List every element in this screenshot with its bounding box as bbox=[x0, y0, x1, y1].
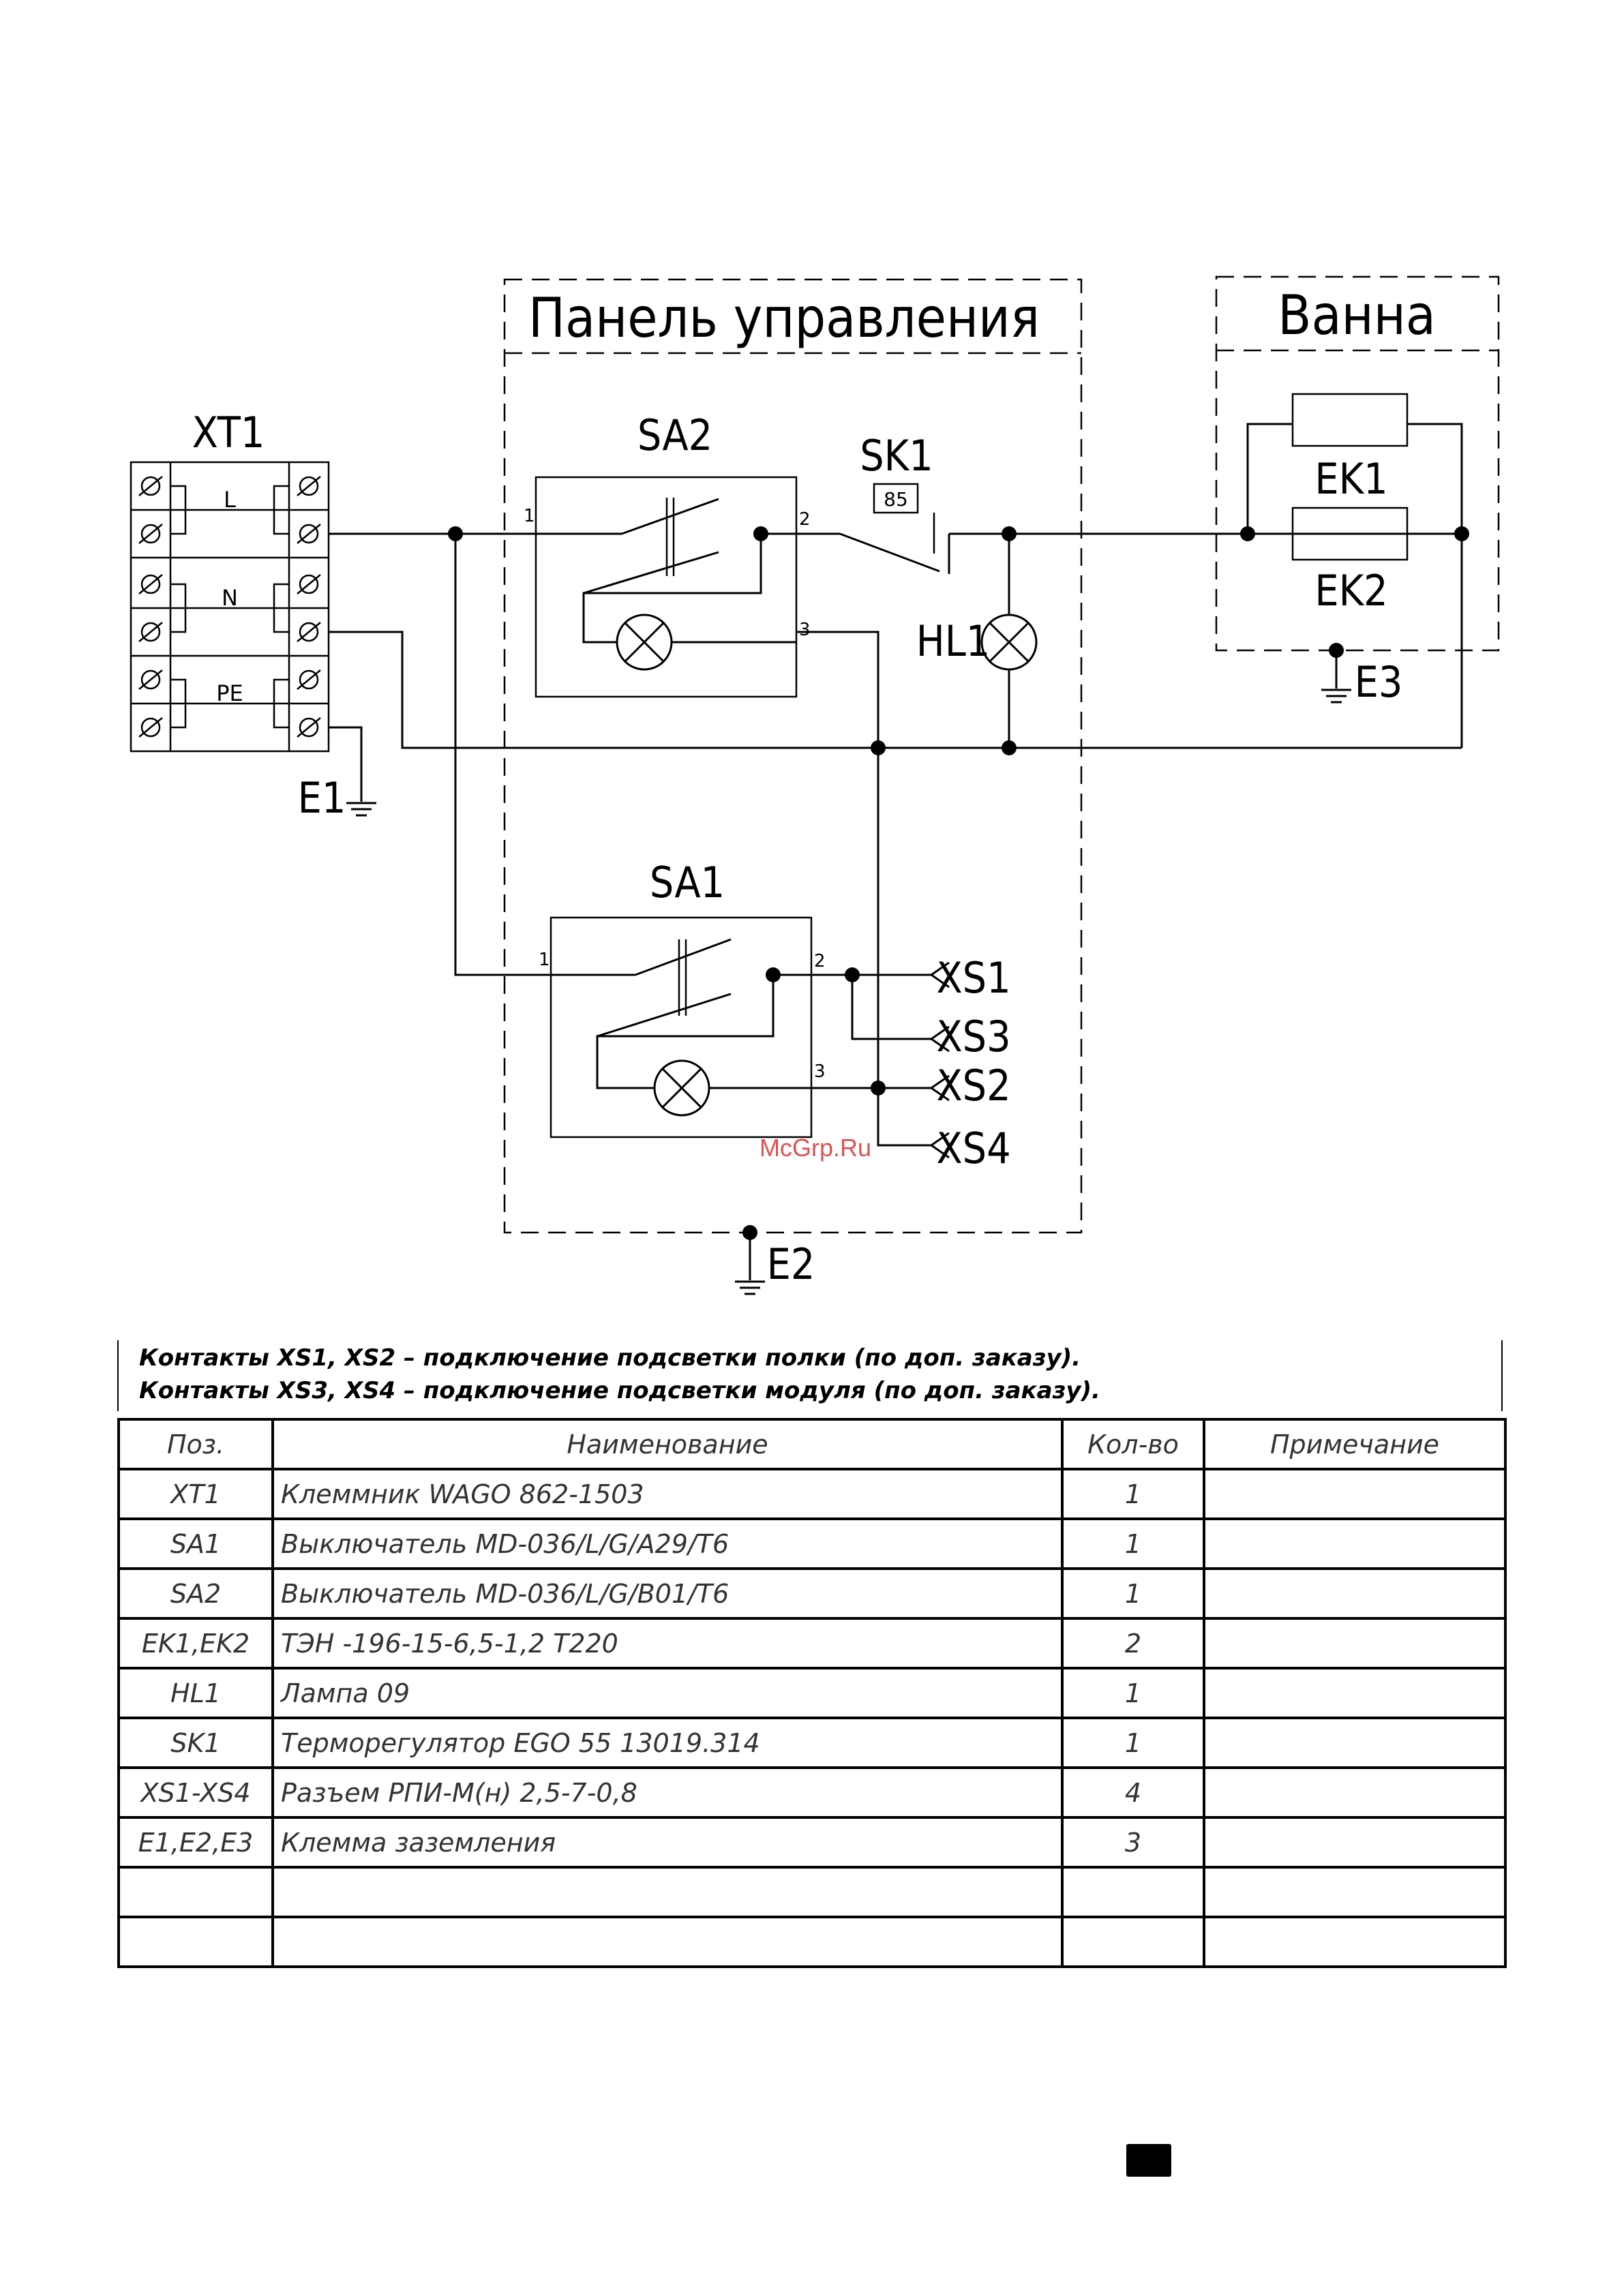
cell-qty: 4 bbox=[1061, 1766, 1205, 1819]
cell-note bbox=[1203, 1667, 1507, 1719]
watermark: McGrp.Ru bbox=[760, 1134, 871, 1162]
xs2-label: XS2 bbox=[936, 1061, 1010, 1111]
cell-qty: 2 bbox=[1061, 1617, 1205, 1670]
page-marker bbox=[1126, 2144, 1171, 2177]
panel-zone-title: Панель управления bbox=[528, 286, 1040, 350]
table-row: EK1,EK2 ТЭН -196-15-6,5-1,2 Т220 2 bbox=[117, 1617, 1507, 1670]
e1-label: E1 bbox=[298, 773, 346, 823]
cell-pos: E1,E2,E3 bbox=[117, 1816, 274, 1869]
cell-note bbox=[1203, 1717, 1507, 1769]
xt1-label: XT1 bbox=[192, 408, 265, 457]
xs4-label: XS4 bbox=[936, 1123, 1010, 1173]
cell-qty: 1 bbox=[1061, 1567, 1205, 1620]
cell-pos: HL1 bbox=[117, 1667, 274, 1719]
cell-pos: SA1 bbox=[117, 1517, 274, 1570]
cell-name: Клеммник WAGO 862-1503 bbox=[271, 1468, 1064, 1520]
bath-zone-title: Ванна bbox=[1278, 284, 1436, 347]
table-row: SA2 Выключатель MD-036/L/G/B01/T6 1 bbox=[117, 1567, 1507, 1620]
hl1-label: HL1 bbox=[916, 616, 991, 666]
cell-qty: 3 bbox=[1061, 1816, 1205, 1869]
cell-pos: XS1-XS4 bbox=[117, 1766, 274, 1819]
panel-zone-frame bbox=[503, 278, 1083, 1234]
sa2-pin-1: 1 bbox=[524, 506, 535, 526]
notes-block: Контакты XS1, XS2 – подключение подсветк… bbox=[117, 1340, 1503, 1411]
cell-name: Терморегулятор EGO 55 13019.314 bbox=[271, 1717, 1064, 1769]
table-row: XT1 Клеммник WAGO 862-1503 1 bbox=[117, 1468, 1507, 1520]
bath-zone-frame bbox=[1215, 275, 1500, 652]
sa2-pin-3: 3 bbox=[799, 620, 811, 640]
spec-header-row: Поз. Наименование Кол-во Примечание bbox=[117, 1418, 1507, 1470]
table-row: XS1-XS4 Разъем РПИ-М(н) 2,5-7-0,8 4 bbox=[117, 1766, 1507, 1819]
cell-note bbox=[1203, 1617, 1507, 1670]
table-row: SK1 Терморегулятор EGO 55 13019.314 1 bbox=[117, 1717, 1507, 1769]
cell-note bbox=[1203, 1766, 1507, 1819]
sa2-pin-2: 2 bbox=[799, 509, 811, 530]
sa2-switch: SA2 1 2 3 bbox=[524, 410, 811, 698]
cell-note bbox=[1203, 1816, 1507, 1869]
table-row bbox=[117, 1866, 1507, 1918]
cell-pos: EK1,EK2 bbox=[117, 1617, 274, 1670]
e3-label: E3 bbox=[1355, 657, 1403, 707]
e2-label: E2 bbox=[767, 1239, 815, 1289]
table-row: HL1 Лампа 09 1 bbox=[117, 1667, 1507, 1719]
terminal-n-label: N bbox=[222, 585, 238, 611]
cell-qty: 1 bbox=[1061, 1667, 1205, 1719]
sa1-pin-1: 1 bbox=[539, 950, 550, 970]
table-row bbox=[117, 1916, 1507, 1968]
cell-name: Выключатель MD-036/L/G/A29/T6 bbox=[271, 1517, 1064, 1570]
cell-name bbox=[271, 1916, 1064, 1968]
col-header-note: Примечание bbox=[1203, 1418, 1507, 1470]
note-shelf-light: Контакты XS1, XS2 – подключение подсветк… bbox=[139, 1344, 1081, 1372]
cell-qty: 1 bbox=[1061, 1717, 1205, 1769]
cell-note bbox=[1203, 1468, 1507, 1520]
cell-name: Лампа 09 bbox=[271, 1667, 1064, 1719]
cell-note bbox=[1203, 1567, 1507, 1620]
xt1-terminal-block: XT1 L N PE bbox=[130, 408, 330, 753]
sa1-pin-3: 3 bbox=[814, 1061, 826, 1082]
bath-heaters: EK1 EK2 bbox=[1240, 393, 1469, 748]
sk1-label: SK1 bbox=[860, 431, 933, 481]
terminal-l-label: L bbox=[224, 487, 236, 513]
cell-note bbox=[1203, 1916, 1507, 1968]
col-header-qty: Кол-во bbox=[1061, 1418, 1205, 1470]
cell-name bbox=[271, 1866, 1064, 1918]
ek2-label: EK2 bbox=[1314, 566, 1387, 616]
sk1-setpoint: 85 bbox=[884, 488, 908, 511]
cell-pos bbox=[117, 1866, 274, 1918]
cell-name: ТЭН -196-15-6,5-1,2 Т220 bbox=[271, 1617, 1064, 1670]
cell-qty bbox=[1061, 1916, 1205, 1968]
cell-pos: SK1 bbox=[117, 1717, 274, 1769]
xs1-label: XS1 bbox=[936, 953, 1010, 1003]
cell-qty: 1 bbox=[1061, 1468, 1205, 1520]
cell-note bbox=[1203, 1866, 1507, 1918]
cell-name: Разъем РПИ-М(н) 2,5-7-0,8 bbox=[271, 1766, 1064, 1819]
cell-pos bbox=[117, 1916, 274, 1968]
col-header-pos: Поз. bbox=[117, 1418, 274, 1470]
sa2-label: SA2 bbox=[637, 410, 712, 460]
cell-name: Выключатель MD-036/L/G/B01/T6 bbox=[271, 1567, 1064, 1620]
table-row: SA1 Выключатель MD-036/L/G/A29/T6 1 bbox=[117, 1517, 1507, 1570]
note-module-light: Контакты XS3, XS4 – подключение подсветк… bbox=[139, 1377, 1100, 1404]
sa1-switch: SA1 1 2 3 bbox=[539, 858, 931, 1138]
table-row: E1,E2,E3 Клемма заземления 3 bbox=[117, 1816, 1507, 1869]
cell-qty: 1 bbox=[1061, 1517, 1205, 1570]
col-header-name: Наименование bbox=[271, 1418, 1064, 1470]
spec-table: Поз. Наименование Кол-во Примечание XT1 … bbox=[117, 1418, 1507, 1968]
cell-pos: SA2 bbox=[117, 1567, 274, 1620]
cell-pos: XT1 bbox=[117, 1468, 274, 1520]
cell-note bbox=[1203, 1517, 1507, 1570]
cell-name: Клемма заземления bbox=[271, 1816, 1064, 1869]
terminal-pe-label: PE bbox=[216, 680, 243, 706]
cell-qty bbox=[1061, 1866, 1205, 1918]
ek1-label: EK1 bbox=[1314, 454, 1387, 504]
sa1-label: SA1 bbox=[650, 858, 725, 907]
xs3-label: XS3 bbox=[936, 1012, 1010, 1061]
sa1-pin-2: 2 bbox=[814, 951, 826, 971]
